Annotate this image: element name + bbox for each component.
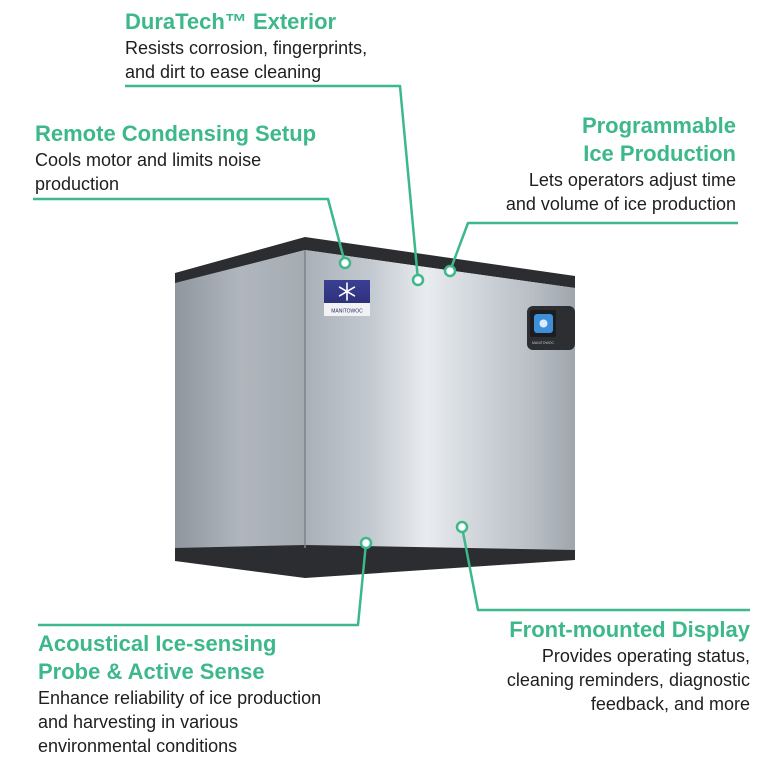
callout-line: Provides operating status, — [541, 646, 750, 666]
callout-line: Cools motor and limits noise — [35, 150, 262, 170]
callout-line: feedback, and more — [590, 694, 750, 714]
leader-program — [448, 221, 738, 272]
callout-title: DuraTech™ Exterior — [125, 9, 337, 34]
top-trim — [175, 237, 575, 288]
ice-machine: MANITOWOC MANITOWOC — [175, 237, 575, 578]
callout-line: Resists corrosion, fingerprints, — [125, 38, 368, 58]
snowflake-icon — [338, 282, 356, 301]
marker-remote — [338, 256, 352, 270]
brand-badge-text: MANITOWOC — [331, 309, 363, 315]
display-indicator — [539, 319, 548, 328]
callout-line: Enhance reliability of ice production — [38, 688, 322, 708]
callout-remote-condensing: Remote Condensing Setup Cools motor and … — [35, 120, 365, 196]
callout-title: Remote Condensing Setup — [35, 121, 317, 146]
front-panel — [305, 250, 575, 553]
side-panel — [175, 250, 305, 552]
callout-title: Acoustical Ice-sensing — [38, 631, 277, 656]
callout-line: production — [35, 174, 120, 194]
callout-line: and harvesting in various — [38, 712, 239, 732]
brand-badge: MANITOWOC — [324, 280, 370, 316]
callout-line: environmental conditions — [38, 736, 238, 756]
callout-title: Ice Production — [583, 141, 736, 166]
callout-front-display: Front-mounted Display Provides operating… — [410, 616, 750, 716]
leader-duratech — [125, 84, 420, 281]
callout-duratech-exterior: DuraTech™ Exterior Resists corrosion, fi… — [125, 8, 455, 84]
leader-acoustic — [38, 542, 368, 627]
callout-title: Front-mounted Display — [509, 617, 750, 642]
callout-programmable-ice: Programmable Ice Production Lets operato… — [436, 112, 736, 216]
front-display: MANITOWOC — [527, 306, 575, 350]
callout-acoustical-probe: Acoustical Ice-sensing Probe & Active Se… — [38, 630, 398, 758]
leader-remote — [33, 197, 347, 264]
callout-line: cleaning reminders, diagnostic — [506, 670, 750, 690]
callout-title: Probe & Active Sense — [38, 659, 265, 684]
callout-line: and dirt to ease cleaning — [125, 62, 322, 82]
marker-display — [455, 520, 469, 534]
bottom-trim — [175, 545, 575, 578]
display-label: MANITOWOC — [532, 341, 555, 345]
marker-duratech — [411, 273, 425, 287]
callout-line: and volume of ice production — [505, 194, 736, 214]
leader-display — [460, 526, 750, 612]
marker-acoustic — [359, 536, 373, 550]
callout-line: Lets operators adjust time — [528, 170, 736, 190]
callout-title: Programmable — [581, 113, 736, 138]
marker-program — [443, 264, 457, 278]
